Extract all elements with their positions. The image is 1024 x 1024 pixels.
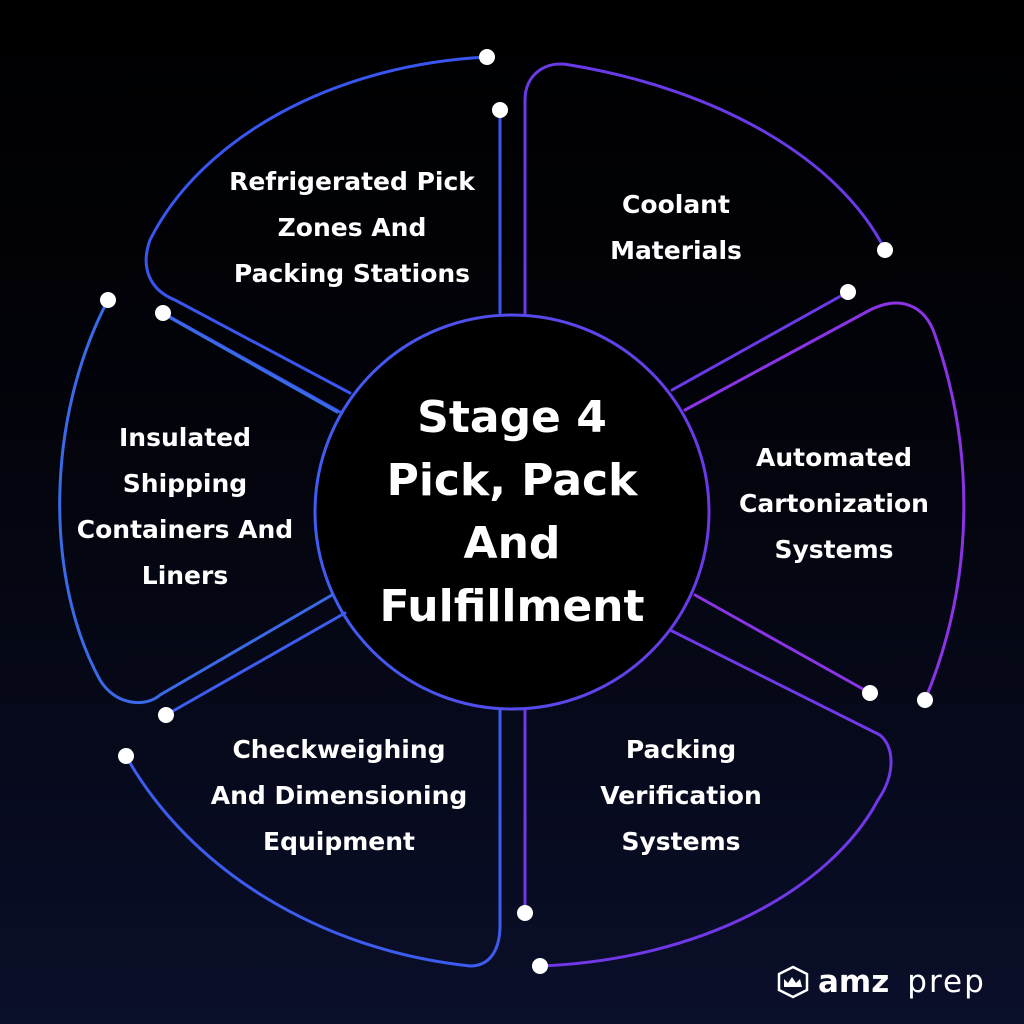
segment-label-line: Materials [610,236,742,265]
connector-dot [100,292,116,308]
connector-dot [532,958,548,974]
connector-dot [840,284,856,300]
amz-prep-logo: amz prep [776,962,986,1002]
segment-label-checkweighing: Checkweighing And Dimensioning Equipment [211,727,468,865]
connector-dot [492,102,508,118]
center-title-line: Pick, Pack [386,455,638,506]
segment-label-line: Liners [141,561,229,590]
segment-label-line: Packing [625,735,737,764]
brand-name-light: prep [907,964,986,1000]
connector-dots [100,49,933,974]
segment-label-insulated: Insulated Shipping Containers And Liners [77,415,293,599]
connector-dot [158,707,174,723]
segment-label-line: Cartonization [739,489,929,518]
amz-prep-logo-icon [777,965,809,999]
segment-label-line: Packing Stations [233,259,471,288]
segment-label-line: Systems [621,827,741,856]
brand-name-bold: amz [818,964,890,1000]
segment-label-line: Shipping [122,469,248,498]
connector-dot [862,685,878,701]
segment-outline-checkweighing [124,611,502,968]
center-title-line: Fulfillment [379,581,645,632]
segment-label-line: Equipment [263,827,415,856]
segment-label-verification: Packing Verification Systems [600,727,762,865]
segment-label-line: Containers And [76,515,294,544]
segment-label-coolant: Coolant Materials [610,182,742,274]
segment-label-line: Zones And [277,213,427,242]
center-title-line: Stage 4 [417,392,607,443]
segment-outline-coolant [523,62,887,392]
segment-outline-cartonization [683,301,966,702]
segment-label-line: Automated [756,443,912,472]
segment-outline-verification [523,628,893,968]
segment-label-refrigerated: Refrigerated Pick Zones And Packing Stat… [229,159,475,297]
connector-dot [877,242,893,258]
segment-label-line: Refrigerated Pick [229,167,475,196]
segment-label-line: Insulated [118,423,252,452]
segment-label-line: Coolant [622,190,730,219]
center-title: Stage 4 Pick, Pack And Fulfillment [379,386,644,638]
connector-dot [155,305,171,321]
connector-dot [118,748,134,764]
connector-dot [517,905,533,921]
center-title-line: And [463,518,561,569]
connector-dot [917,692,933,708]
segment-outline-insulated [58,298,339,704]
center-circle [313,313,711,711]
segment-label-line: Systems [774,535,894,564]
connector-dot [479,49,495,65]
segment-label-cartonization: Automated Cartonization Systems [739,435,929,573]
segment-label-line: And Dimensioning [210,781,468,810]
segment-label-line: Checkweighing [232,735,446,764]
segment-label-line: Verification [600,781,762,810]
